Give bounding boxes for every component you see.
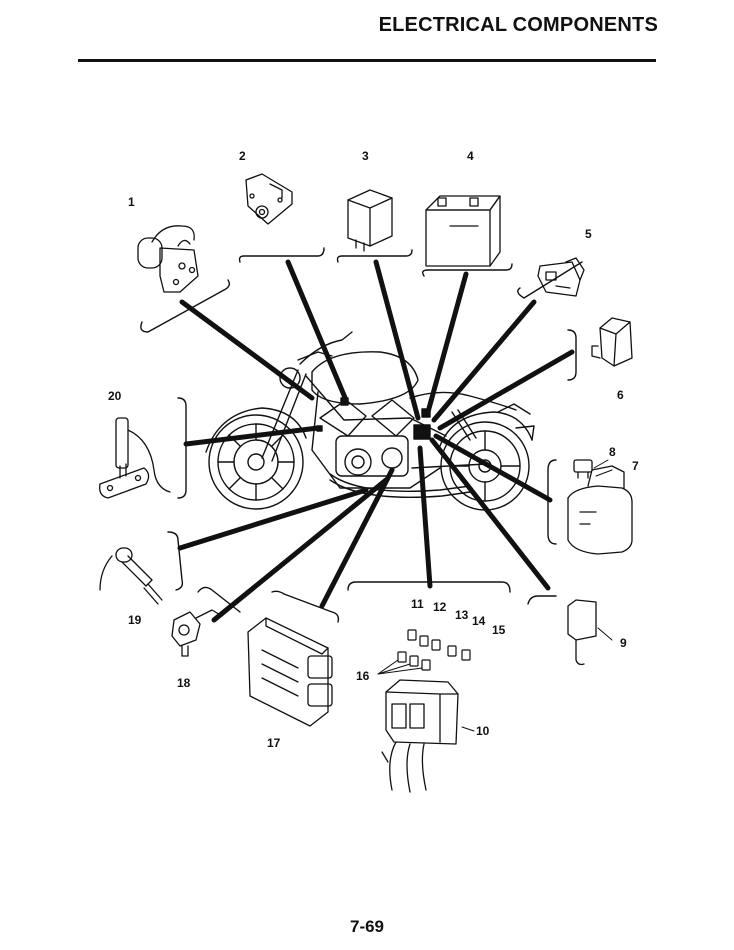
component-6-relay: [591, 317, 633, 367]
callout-6: 6: [617, 388, 624, 402]
group-brackets: [140, 247, 583, 623]
component-10-fuse-box: [381, 679, 459, 793]
small-fuses: [397, 629, 471, 671]
component-9-relay: [567, 599, 597, 666]
callout-7: 7: [632, 459, 639, 473]
callout-12: 12: [433, 600, 447, 614]
callout-labels: 1 2 3 4 5 6 7 8 9 10 11 12 13 14 15 16 1…: [108, 149, 639, 750]
page-title: ELECTRICAL COMPONENTS: [378, 14, 658, 36]
callout-5: 5: [585, 227, 592, 241]
callout-2: 2: [239, 149, 246, 163]
component-5-sensor: [537, 257, 585, 297]
component-20-sensor: [99, 417, 171, 499]
component-3-relay: [347, 189, 393, 252]
callout-4: 4: [467, 149, 474, 163]
component-2-sensor: [245, 173, 293, 225]
callout-18: 18: [177, 676, 191, 690]
callout-14: 14: [472, 614, 486, 628]
callout-19: 19: [128, 613, 142, 627]
callout-8: 8: [609, 445, 616, 459]
component-19-sensor: [99, 547, 163, 605]
leader-lines: [177, 259, 575, 623]
callout-9: 9: [620, 636, 627, 650]
page-number: 7-69: [349, 917, 385, 936]
callout-13: 13: [455, 608, 469, 622]
component-7-starter-relay: [567, 465, 633, 555]
callout-3: 3: [362, 149, 369, 163]
component-17-ecu: [247, 617, 333, 727]
callout-17: 17: [267, 736, 281, 750]
callout-15: 15: [492, 623, 506, 637]
callout-16: 16: [356, 669, 370, 683]
label-pointers: [377, 459, 613, 732]
component-8-fuse: [573, 459, 593, 479]
component-18-switch: [171, 609, 223, 657]
component-4-battery: [425, 195, 501, 267]
callout-11: 11: [411, 597, 424, 611]
callout-10: 10: [476, 724, 490, 738]
component-1-sensor: [137, 225, 199, 293]
callout-1: 1: [128, 195, 135, 209]
header-rule: [78, 59, 656, 62]
callout-20: 20: [108, 389, 122, 403]
